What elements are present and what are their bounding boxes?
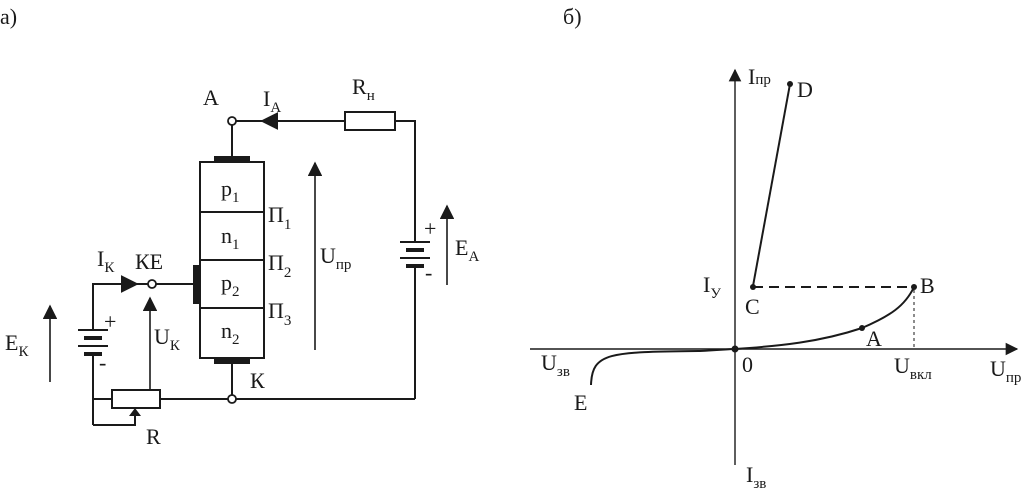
origin-label: 0 — [742, 352, 753, 377]
source-k-minus: - — [99, 350, 106, 375]
source-a-label: EA — [455, 235, 479, 265]
layer-n1-label: n1 — [221, 223, 240, 253]
point-e-label: E — [574, 390, 587, 415]
junction-p2-label: П2 — [268, 250, 291, 281]
x-axis-pos-label: Uпр — [990, 356, 1021, 386]
point-d — [787, 81, 793, 87]
anode-terminal — [227, 116, 237, 126]
forward-voltage-label: Uпр — [320, 243, 351, 273]
pot-wiper-arrow — [129, 408, 141, 416]
cathode-terminal — [227, 394, 237, 404]
resistor-label: R — [146, 424, 161, 449]
iv-curve-on-state — [752, 83, 791, 287]
control-voltage-label: UК — [154, 324, 181, 354]
control-electrode-label: КЕ — [135, 249, 163, 274]
panel-a-label: а) — [0, 4, 17, 29]
anode-contact — [214, 156, 250, 163]
load-resistor-label: Rн — [352, 74, 375, 104]
source-a-minus: - — [425, 260, 432, 285]
origin-point — [731, 345, 739, 353]
source-k-plus: + — [104, 309, 116, 334]
point-b — [911, 284, 917, 290]
pot-wiper-wire — [93, 413, 136, 426]
load-resistor — [344, 111, 396, 131]
control-wire — [92, 283, 148, 326]
source-k-label: EК — [5, 330, 29, 360]
y-axis-pos-label: Iпр — [748, 64, 771, 89]
panel-b-label: б) — [563, 4, 582, 29]
layer-n2-label: n2 — [221, 318, 240, 348]
point-a — [859, 325, 865, 331]
layer-p1-label: p1 — [221, 176, 240, 206]
source-a-plus: + — [424, 216, 436, 241]
top-wire-right — [395, 120, 416, 238]
anode-current-label: IA — [263, 86, 281, 116]
x-axis-neg-label: Uзв — [541, 350, 570, 380]
holding-current-label: IУ — [703, 272, 721, 302]
potentiometer — [111, 389, 161, 409]
point-b-label: B — [920, 273, 935, 298]
point-c — [750, 284, 756, 290]
point-a-label: A — [866, 326, 882, 351]
node-a-label: A — [203, 85, 219, 110]
gate-contact — [193, 265, 201, 304]
layer-p2-label: p2 — [221, 270, 240, 300]
panel-b-characteristic: б) Iпр Iзв Uпр Uзв 0 A B C D E IУ Uвкл — [530, 4, 1021, 492]
point-d-label: D — [797, 77, 813, 102]
cathode-contact — [214, 357, 250, 364]
point-c-label: C — [745, 294, 760, 319]
switch-voltage-label: Uвкл — [894, 353, 932, 383]
control-electrode-terminal — [147, 279, 157, 289]
y-axis-neg-label: Iзв — [746, 462, 766, 492]
control-current-label: IК — [97, 246, 115, 276]
panel-a-circuit: а) p1 n1 p2 n2 П1 П2 П3 A IA Rн — [0, 4, 479, 449]
junction-p1-label: П1 — [268, 202, 291, 233]
node-k-label: К — [250, 368, 265, 393]
junction-p3-label: П3 — [268, 298, 291, 329]
